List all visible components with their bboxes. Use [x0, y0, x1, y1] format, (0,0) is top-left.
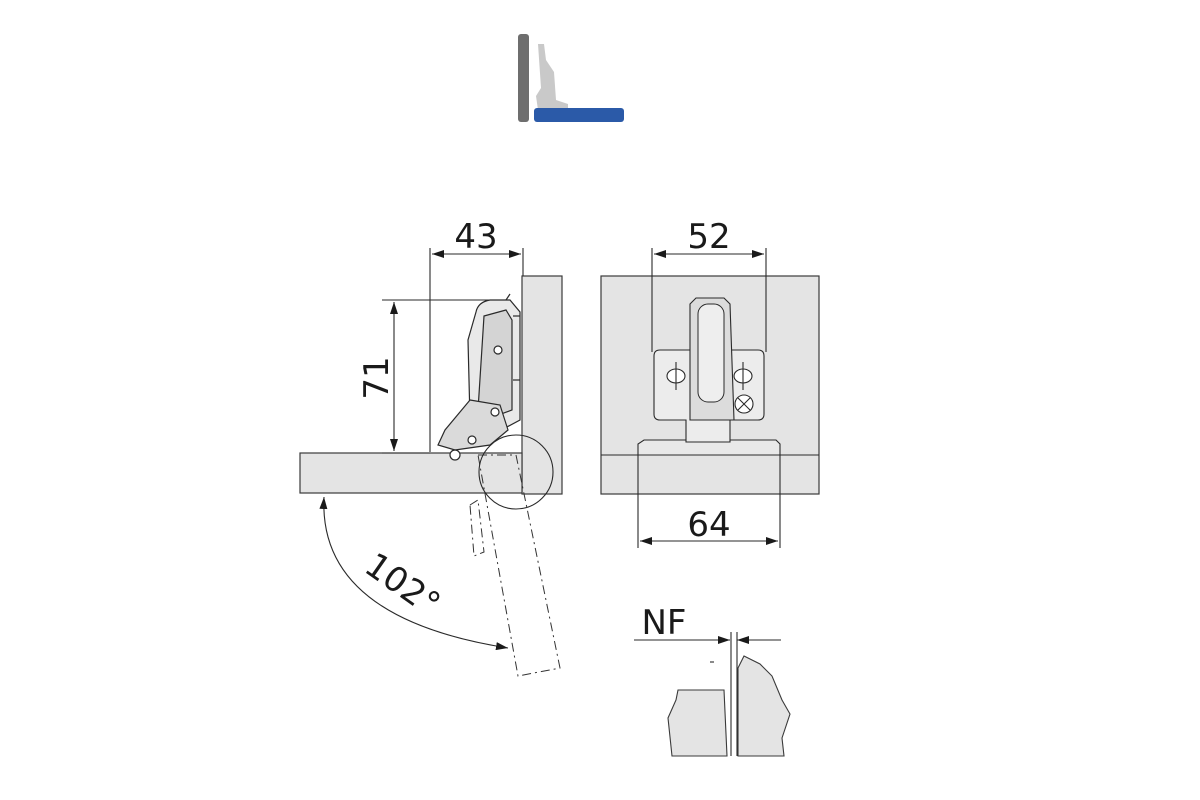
- dimension-43-label: 43: [454, 217, 497, 257]
- nf-label: NF: [642, 603, 687, 643]
- overlay-type-icon: [518, 34, 624, 122]
- door-panel: [299, 452, 523, 494]
- angle-arc: [319, 496, 509, 651]
- nf-detail: NF: [634, 603, 791, 757]
- icon-hinge-shape: [536, 44, 568, 110]
- icon-door-panel: [534, 108, 624, 122]
- hinge-arm-inner: [697, 303, 725, 403]
- dimension-52-label: 52: [687, 217, 730, 257]
- front-view: 52 64: [600, 217, 820, 548]
- detail-circle: [478, 434, 554, 510]
- angle-102-label: 102°: [357, 545, 447, 625]
- side-view: 43 71 102°: [299, 217, 563, 677]
- dimension-64-label: 64: [687, 505, 730, 545]
- screw-hole-left: [666, 362, 686, 390]
- nf-door-section: [737, 655, 791, 757]
- icon-side-panel: [518, 34, 529, 122]
- cabinet-side-panel: [521, 275, 563, 495]
- nf-cabinet-section: [667, 689, 728, 757]
- dimension-71-label: 71: [357, 356, 397, 399]
- adjustment-screw: [734, 394, 754, 414]
- hinge-side-body: [437, 293, 521, 461]
- screw-hole-right: [733, 362, 753, 390]
